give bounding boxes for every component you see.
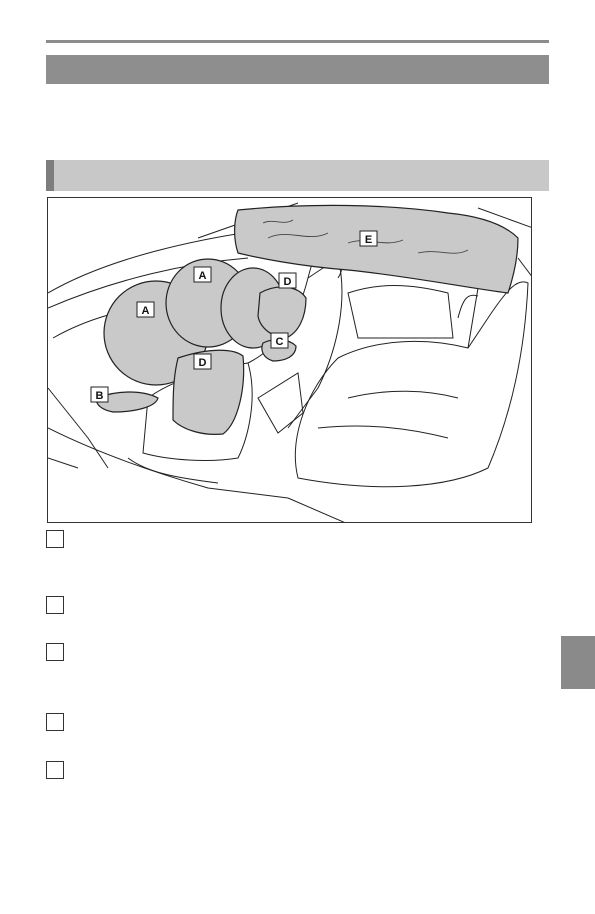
driver-side-airbag bbox=[172, 349, 245, 435]
knee-airbag bbox=[95, 391, 159, 413]
label-a-passenger: A bbox=[193, 266, 212, 283]
subsection-title-bar bbox=[46, 160, 549, 191]
label-b-text: B bbox=[96, 390, 104, 402]
label-c-text: C bbox=[276, 336, 284, 348]
legend-key-5 bbox=[46, 761, 64, 779]
label-b: B bbox=[90, 386, 109, 403]
legend-key-4 bbox=[46, 713, 64, 731]
legend-key-3 bbox=[46, 643, 64, 661]
legend-key-1 bbox=[46, 530, 64, 548]
label-c: C bbox=[270, 332, 289, 349]
label-d-passenger-text: D bbox=[284, 276, 292, 288]
label-e-text: E bbox=[365, 234, 372, 246]
header-rule bbox=[46, 40, 549, 43]
label-d-passenger: D bbox=[278, 272, 297, 289]
label-d-driver-text: D bbox=[199, 357, 207, 369]
label-d-driver: D bbox=[193, 353, 212, 370]
section-title-bar bbox=[46, 55, 549, 84]
legend-key-2 bbox=[46, 596, 64, 614]
chapter-index-tab bbox=[561, 636, 595, 689]
vehicle-interior-drawing: A A B C D D E bbox=[48, 202, 531, 522]
label-a-driver: A bbox=[136, 301, 155, 318]
label-a-driver-text: A bbox=[142, 305, 150, 317]
label-a-passenger-text: A bbox=[199, 270, 207, 282]
curtain-airbag bbox=[234, 204, 519, 294]
airbag-location-illustration: A A B C D D E bbox=[47, 197, 532, 523]
label-e: E bbox=[359, 230, 378, 247]
subsection-accent bbox=[46, 160, 54, 191]
